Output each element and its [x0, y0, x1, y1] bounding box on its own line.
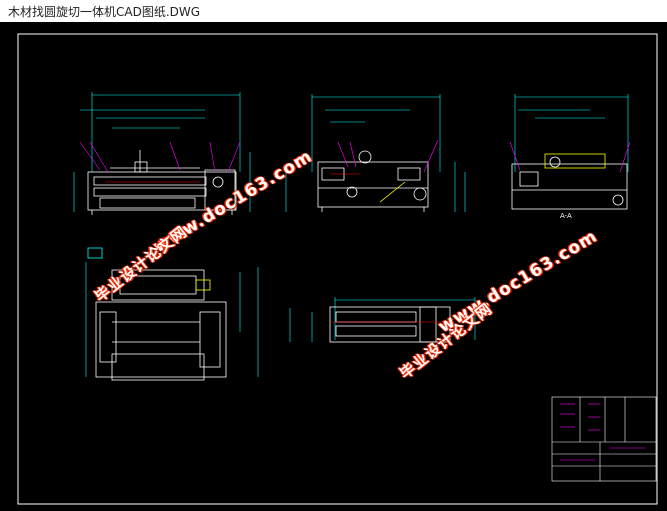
- front-view: [73, 92, 251, 215]
- side-view: [285, 94, 466, 212]
- section-label: A-A: [560, 212, 572, 220]
- section-view: A-A: [509, 94, 631, 220]
- cad-drawing-canvas[interactable]: A-A: [0, 22, 667, 511]
- cad-drawing: A-A: [17, 33, 658, 505]
- plan-view: [85, 247, 259, 381]
- title-block: [551, 396, 657, 482]
- window-title: 木材找圆旋切一体机CAD图纸.DWG: [0, 0, 667, 22]
- drawing-border: [17, 33, 658, 505]
- top-view: [289, 297, 476, 343]
